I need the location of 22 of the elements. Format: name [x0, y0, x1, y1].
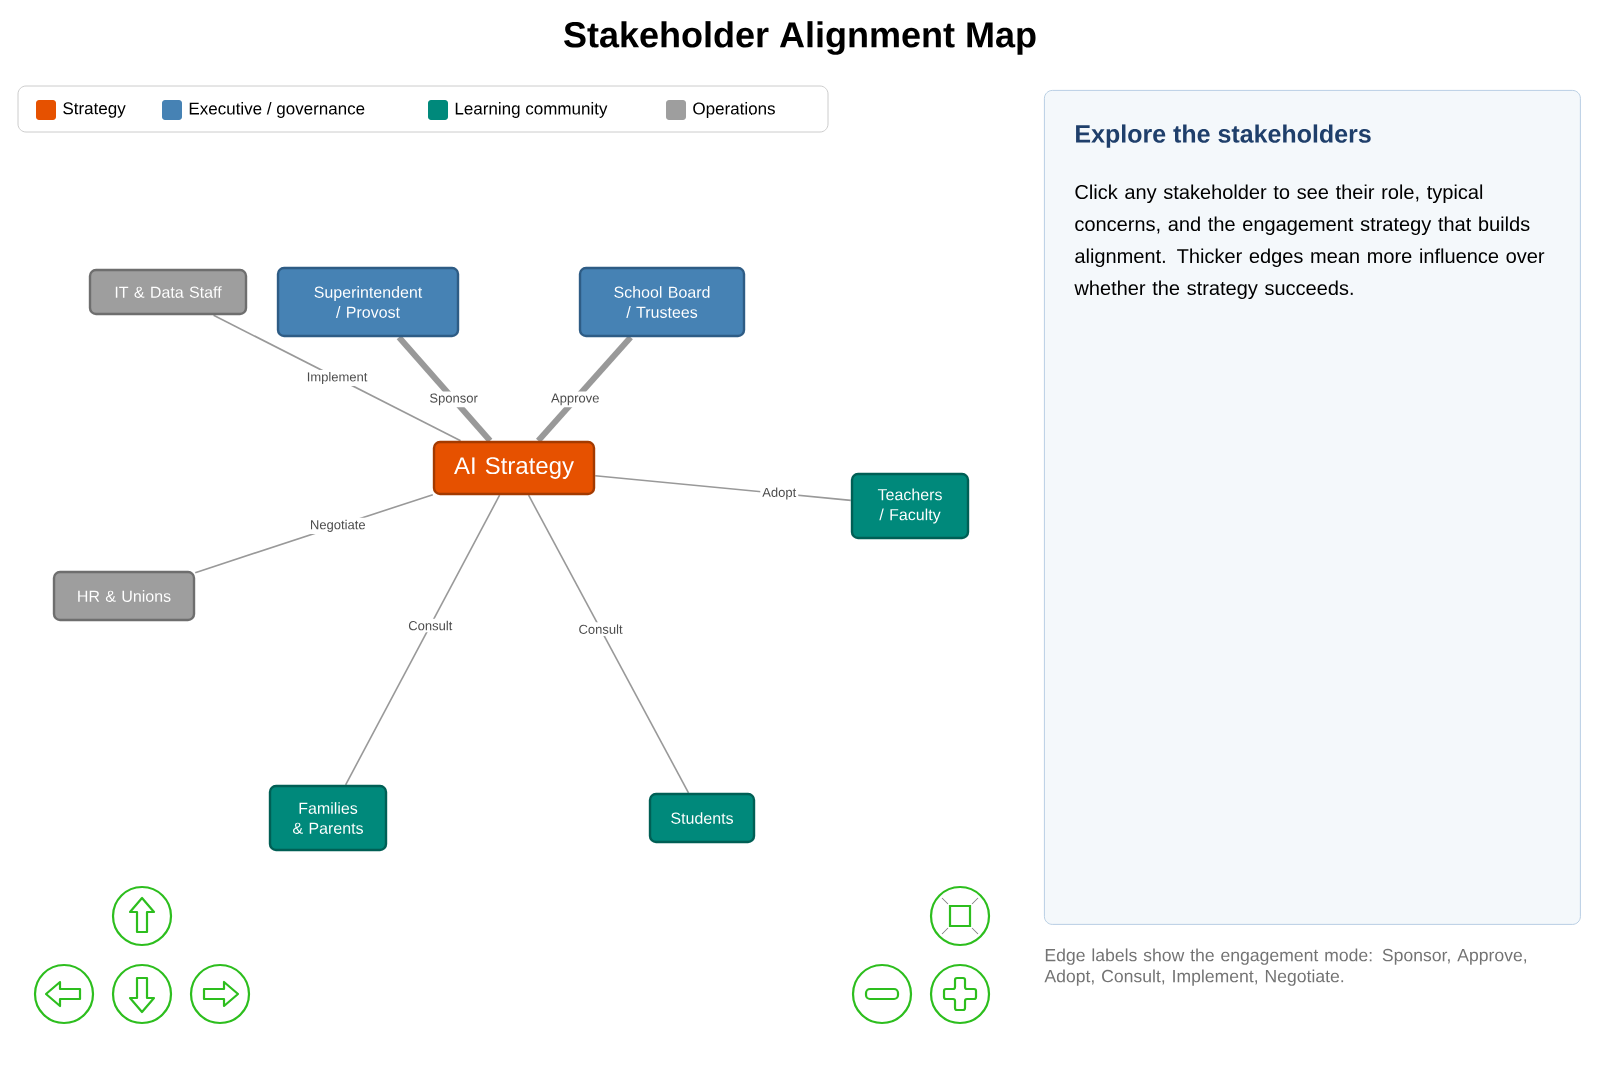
- stakeholder-box: Families & Parents: [268, 784, 388, 852]
- title: Stakeholder Alignment Map: [564, 21, 1036, 55]
- stakeholder-box: HR & Unions: [52, 570, 196, 622]
- legend-label: Strategy: [63, 102, 126, 118]
- stakeholder-box: Superintendent / Provost: [276, 266, 460, 338]
- connector: [536, 335, 633, 443]
- legend-label: Learning community: [455, 102, 608, 118]
- stakeholder-box: School Board / Trustees: [578, 266, 746, 338]
- info-panel: [1044, 90, 1581, 925]
- panel-text: Click any stakeholder to see their role, typical concerns, and the engagement strategy that builds alignment. Thicker edges mean more influence over whether the strategy succeeds.: [1074, 184, 1545, 300]
- connector: [344, 494, 501, 786]
- stakeholder-box: Students: [648, 792, 756, 844]
- stakeholder-box: Teachers / Faculty: [850, 472, 970, 540]
- stakeholder-box: AI Strategy: [432, 440, 596, 496]
- panel-heading: Explore the stakeholders: [1076, 124, 1371, 148]
- note: Edge labels show the engagement mode: Sponsor, Approve, Adopt, Consult, Implement, Negotiate.: [1044, 948, 1527, 986]
- connector: [396, 335, 493, 443]
- stakeholder-box: IT & Data Staff: [88, 268, 248, 316]
- connector: [594, 475, 852, 502]
- legend-label: Executive / governance: [189, 102, 365, 118]
- connector: [527, 494, 690, 794]
- legend-label: Operations: [693, 102, 775, 118]
